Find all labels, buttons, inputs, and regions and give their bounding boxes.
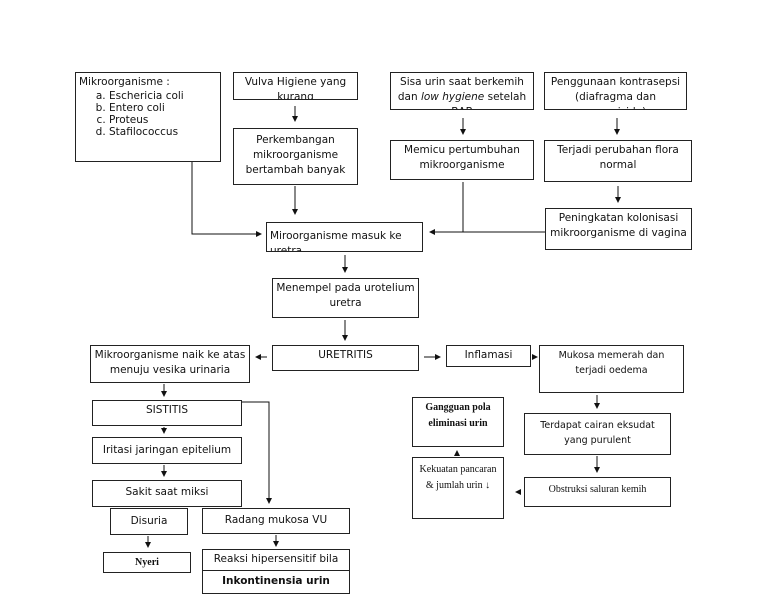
box-reaksi: Reaksi hipersensitif bila	[202, 549, 350, 571]
box-gangguan: Gangguan pola eliminasi urin	[412, 397, 504, 447]
text-italic: low hygiene	[420, 91, 485, 103]
box-title: Mikroorganisme :	[79, 76, 170, 88]
box-radang: Radang mukosa VU	[202, 508, 350, 534]
box-obstruksi: Obstruksi saluran kemih	[524, 477, 671, 507]
box-disuria: Disuria	[110, 508, 188, 535]
box-sisa-urin: Sisa urin saat berkemih dan low hygiene …	[390, 72, 534, 110]
box-naik: Mikroorganisme naik ke atas menuju vesik…	[90, 345, 250, 383]
arrow	[242, 401, 272, 504]
box-iritasi: Iritasi jaringan epitelium	[92, 437, 242, 464]
list-item: Entero coli	[109, 102, 217, 114]
list-item: Eschericia coli	[109, 90, 217, 102]
box-masuk: Miroorganisme masuk ke uretra	[266, 222, 423, 252]
box-peningkatan: Peningkatan kolonisasi mikroorganisme di…	[545, 208, 692, 250]
box-nyeri: Nyeri	[103, 552, 191, 573]
box-uretritis: URETRITIS	[272, 345, 419, 371]
arrow	[191, 162, 262, 237]
box-menempel: Menempel pada urotelium uretra	[272, 278, 419, 318]
box-inflamasi: Inflamasi	[446, 345, 531, 367]
box-penggunaan: Penggunaan kontrasepsi (diafragma dan sp…	[544, 72, 687, 110]
box-kekuatan: Kekuatan pancaran & jumlah urin ↓	[412, 457, 504, 519]
list-item: Stafilococcus	[109, 126, 217, 138]
box-sistitis: SISTITIS	[92, 400, 242, 426]
box-inkontinensia: Inkontinensia urin	[202, 570, 350, 594]
box-terjadi: Terjadi perubahan flora normal	[544, 140, 692, 182]
list-item: Proteus	[109, 114, 217, 126]
text: Sisa urin saat berkemih dan	[397, 76, 524, 103]
text: setelah BAB	[451, 91, 527, 109]
box-memicu: Memicu pertumbuhan mikroorganisme	[390, 140, 534, 180]
box-perkembangan: Perkembangan mikroorganisme bertambah ba…	[233, 128, 358, 185]
box-mikroorganisme: Mikroorganisme : Eschericia coliEntero c…	[75, 72, 221, 162]
box-sakit: Sakit saat miksi	[92, 480, 242, 507]
box-mukosa: Mukosa memerah dan terjadi oedema	[539, 345, 684, 393]
box-vulva: Vulva Higiene yang kurang	[233, 72, 358, 100]
box-terdapat: Terdapat cairan eksudat yang purulent	[524, 413, 671, 455]
